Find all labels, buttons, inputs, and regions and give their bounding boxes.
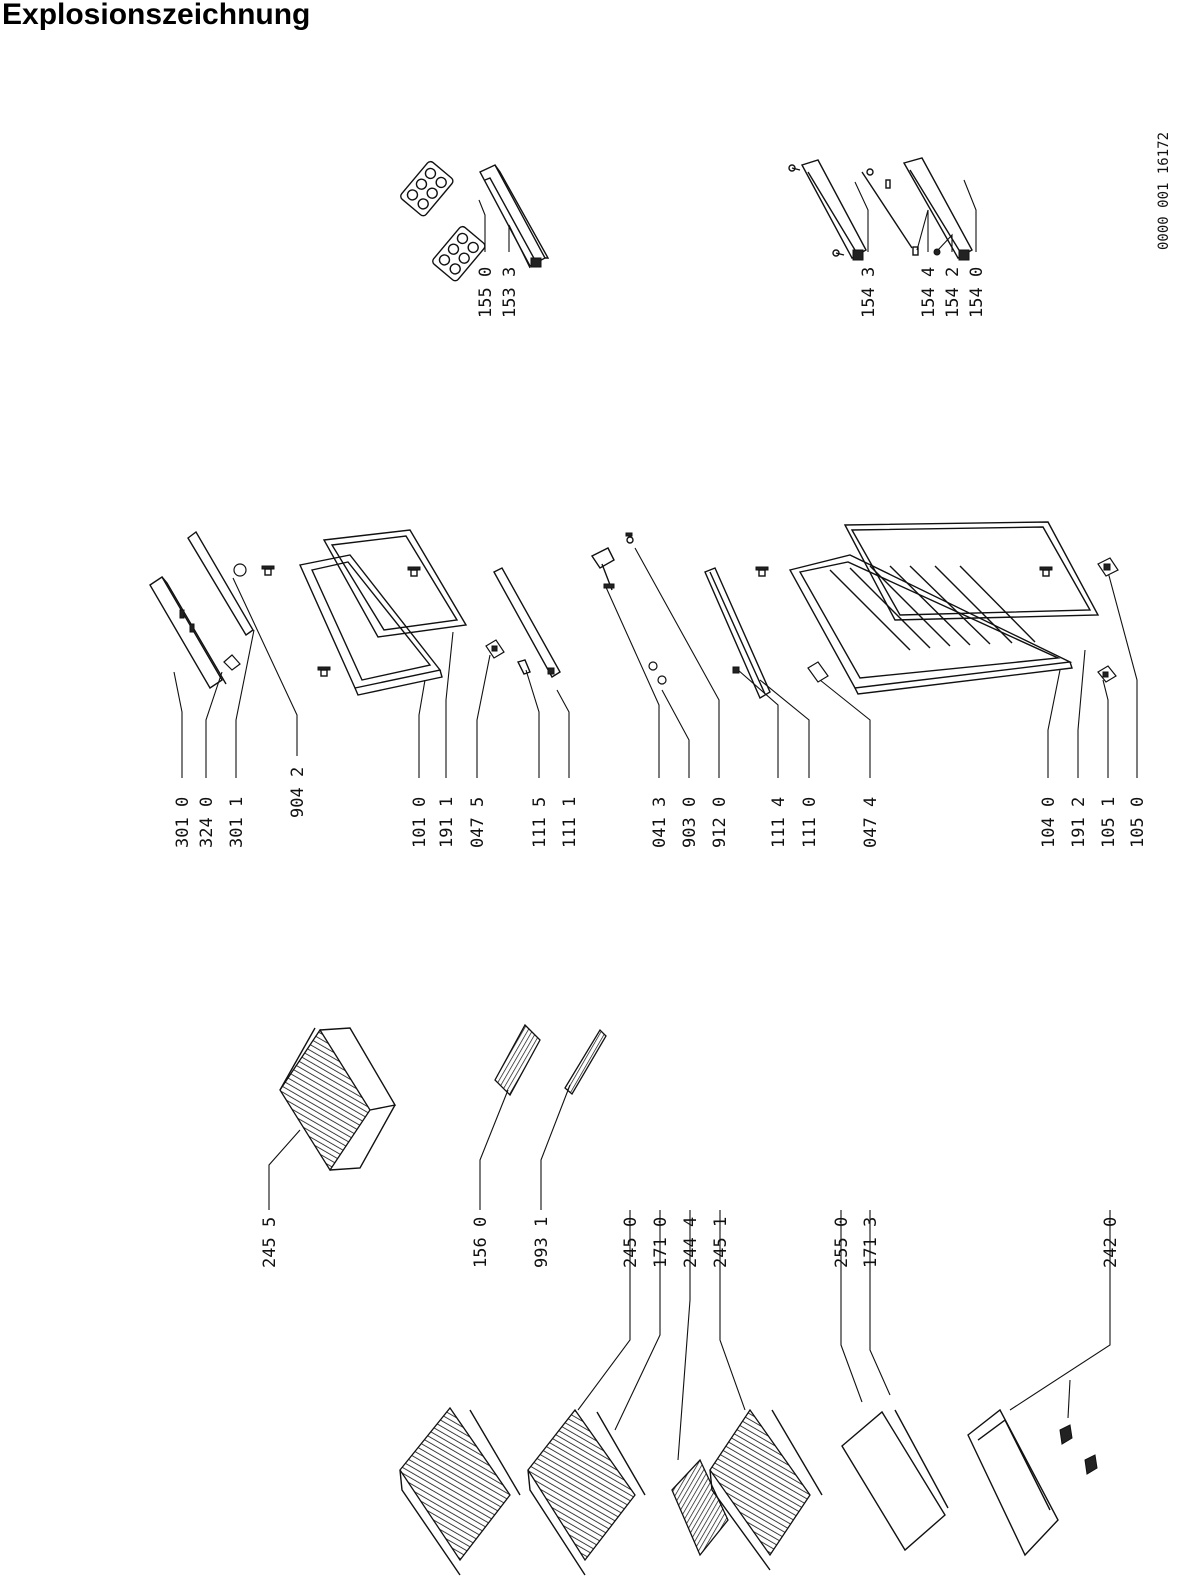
flap-hinge-part <box>223 654 241 671</box>
part-label: 105 0 <box>1128 797 1148 848</box>
page-title: Explosionszeichnung <box>2 0 311 31</box>
screw-part <box>233 563 421 677</box>
part-label: 041 3 <box>650 797 670 848</box>
part-label: 245 0 <box>621 1217 641 1268</box>
part-label: 904 2 <box>288 767 308 818</box>
part-label: 154 3 <box>859 267 879 318</box>
screw-part <box>648 661 667 685</box>
fridge-door-part <box>788 554 1073 695</box>
glass-shelf-part <box>709 1408 823 1571</box>
part-label: 245 5 <box>260 1217 280 1268</box>
glass-shelf-part <box>399 1406 521 1576</box>
hinge-part <box>590 547 615 591</box>
part-label: 154 4 <box>919 267 939 318</box>
door-shelf-part <box>788 159 867 261</box>
door-rack-part <box>479 164 550 268</box>
part-label: 105 1 <box>1099 797 1119 848</box>
part-label: 912 0 <box>710 797 730 848</box>
part-label: 301 0 <box>173 797 193 848</box>
part-label: 171 3 <box>861 1217 881 1268</box>
hinge-cover-part <box>807 661 829 683</box>
part-label: 111 5 <box>530 797 550 848</box>
part-label: 191 1 <box>437 797 457 848</box>
hinge-cover-part <box>485 639 505 659</box>
flap-strip-part <box>187 530 254 637</box>
part-label: 156 0 <box>471 1217 491 1268</box>
drawing-code: 0000 001 16172 <box>1156 132 1172 250</box>
part-label: 101 0 <box>410 797 430 848</box>
egg-tray-part <box>400 160 486 282</box>
door-gasket-part <box>843 521 1100 621</box>
basket-part <box>279 1027 397 1172</box>
door-handle-part <box>493 567 561 678</box>
part-label: 111 0 <box>800 797 820 848</box>
part-label: 111 4 <box>769 797 789 848</box>
part-label: 191 2 <box>1069 797 1089 848</box>
bushing-part <box>625 532 634 544</box>
part-label: 153 3 <box>500 267 520 318</box>
door-handle-part <box>704 567 771 700</box>
part-label: 171 0 <box>651 1217 671 1268</box>
part-label: 324 0 <box>197 797 217 848</box>
part-label: 244 4 <box>681 1217 701 1268</box>
ice-tray-part <box>494 1023 541 1097</box>
part-label: 154 2 <box>943 267 963 318</box>
freezer-door-part <box>299 554 443 696</box>
crisper-cover-part <box>841 1409 949 1552</box>
part-labels: 155 0 153 3 154 3 154 4 154 2 154 0 301 … <box>173 267 1148 1268</box>
glass-shelf-part <box>527 1408 646 1576</box>
shelf-insert-part <box>671 1458 729 1557</box>
part-label: 047 4 <box>861 797 881 848</box>
freezer-flap-part <box>149 576 227 689</box>
part-label: 154 0 <box>967 267 987 318</box>
part-label: 903 0 <box>680 797 700 848</box>
door-shelf-part <box>902 157 973 261</box>
part-label: 301 1 <box>227 797 247 848</box>
screw-part <box>755 566 1053 577</box>
part-label: 245 1 <box>711 1217 731 1268</box>
shelf-pin-part <box>861 168 941 256</box>
scraper-part <box>564 1028 607 1095</box>
hinge-cover-part <box>1097 557 1119 683</box>
leader-lines <box>173 179 1138 1461</box>
crisper-drawer-part <box>967 1408 1098 1557</box>
part-label: 255 0 <box>832 1217 852 1268</box>
part-label: 155 0 <box>476 267 496 318</box>
part-label: 104 0 <box>1039 797 1059 848</box>
part-label: 242 0 <box>1101 1217 1121 1268</box>
part-label: 993 1 <box>532 1217 552 1268</box>
part-label: 111 1 <box>560 797 580 848</box>
part-label: 047 5 <box>468 797 488 848</box>
door-gasket-part <box>322 529 468 638</box>
